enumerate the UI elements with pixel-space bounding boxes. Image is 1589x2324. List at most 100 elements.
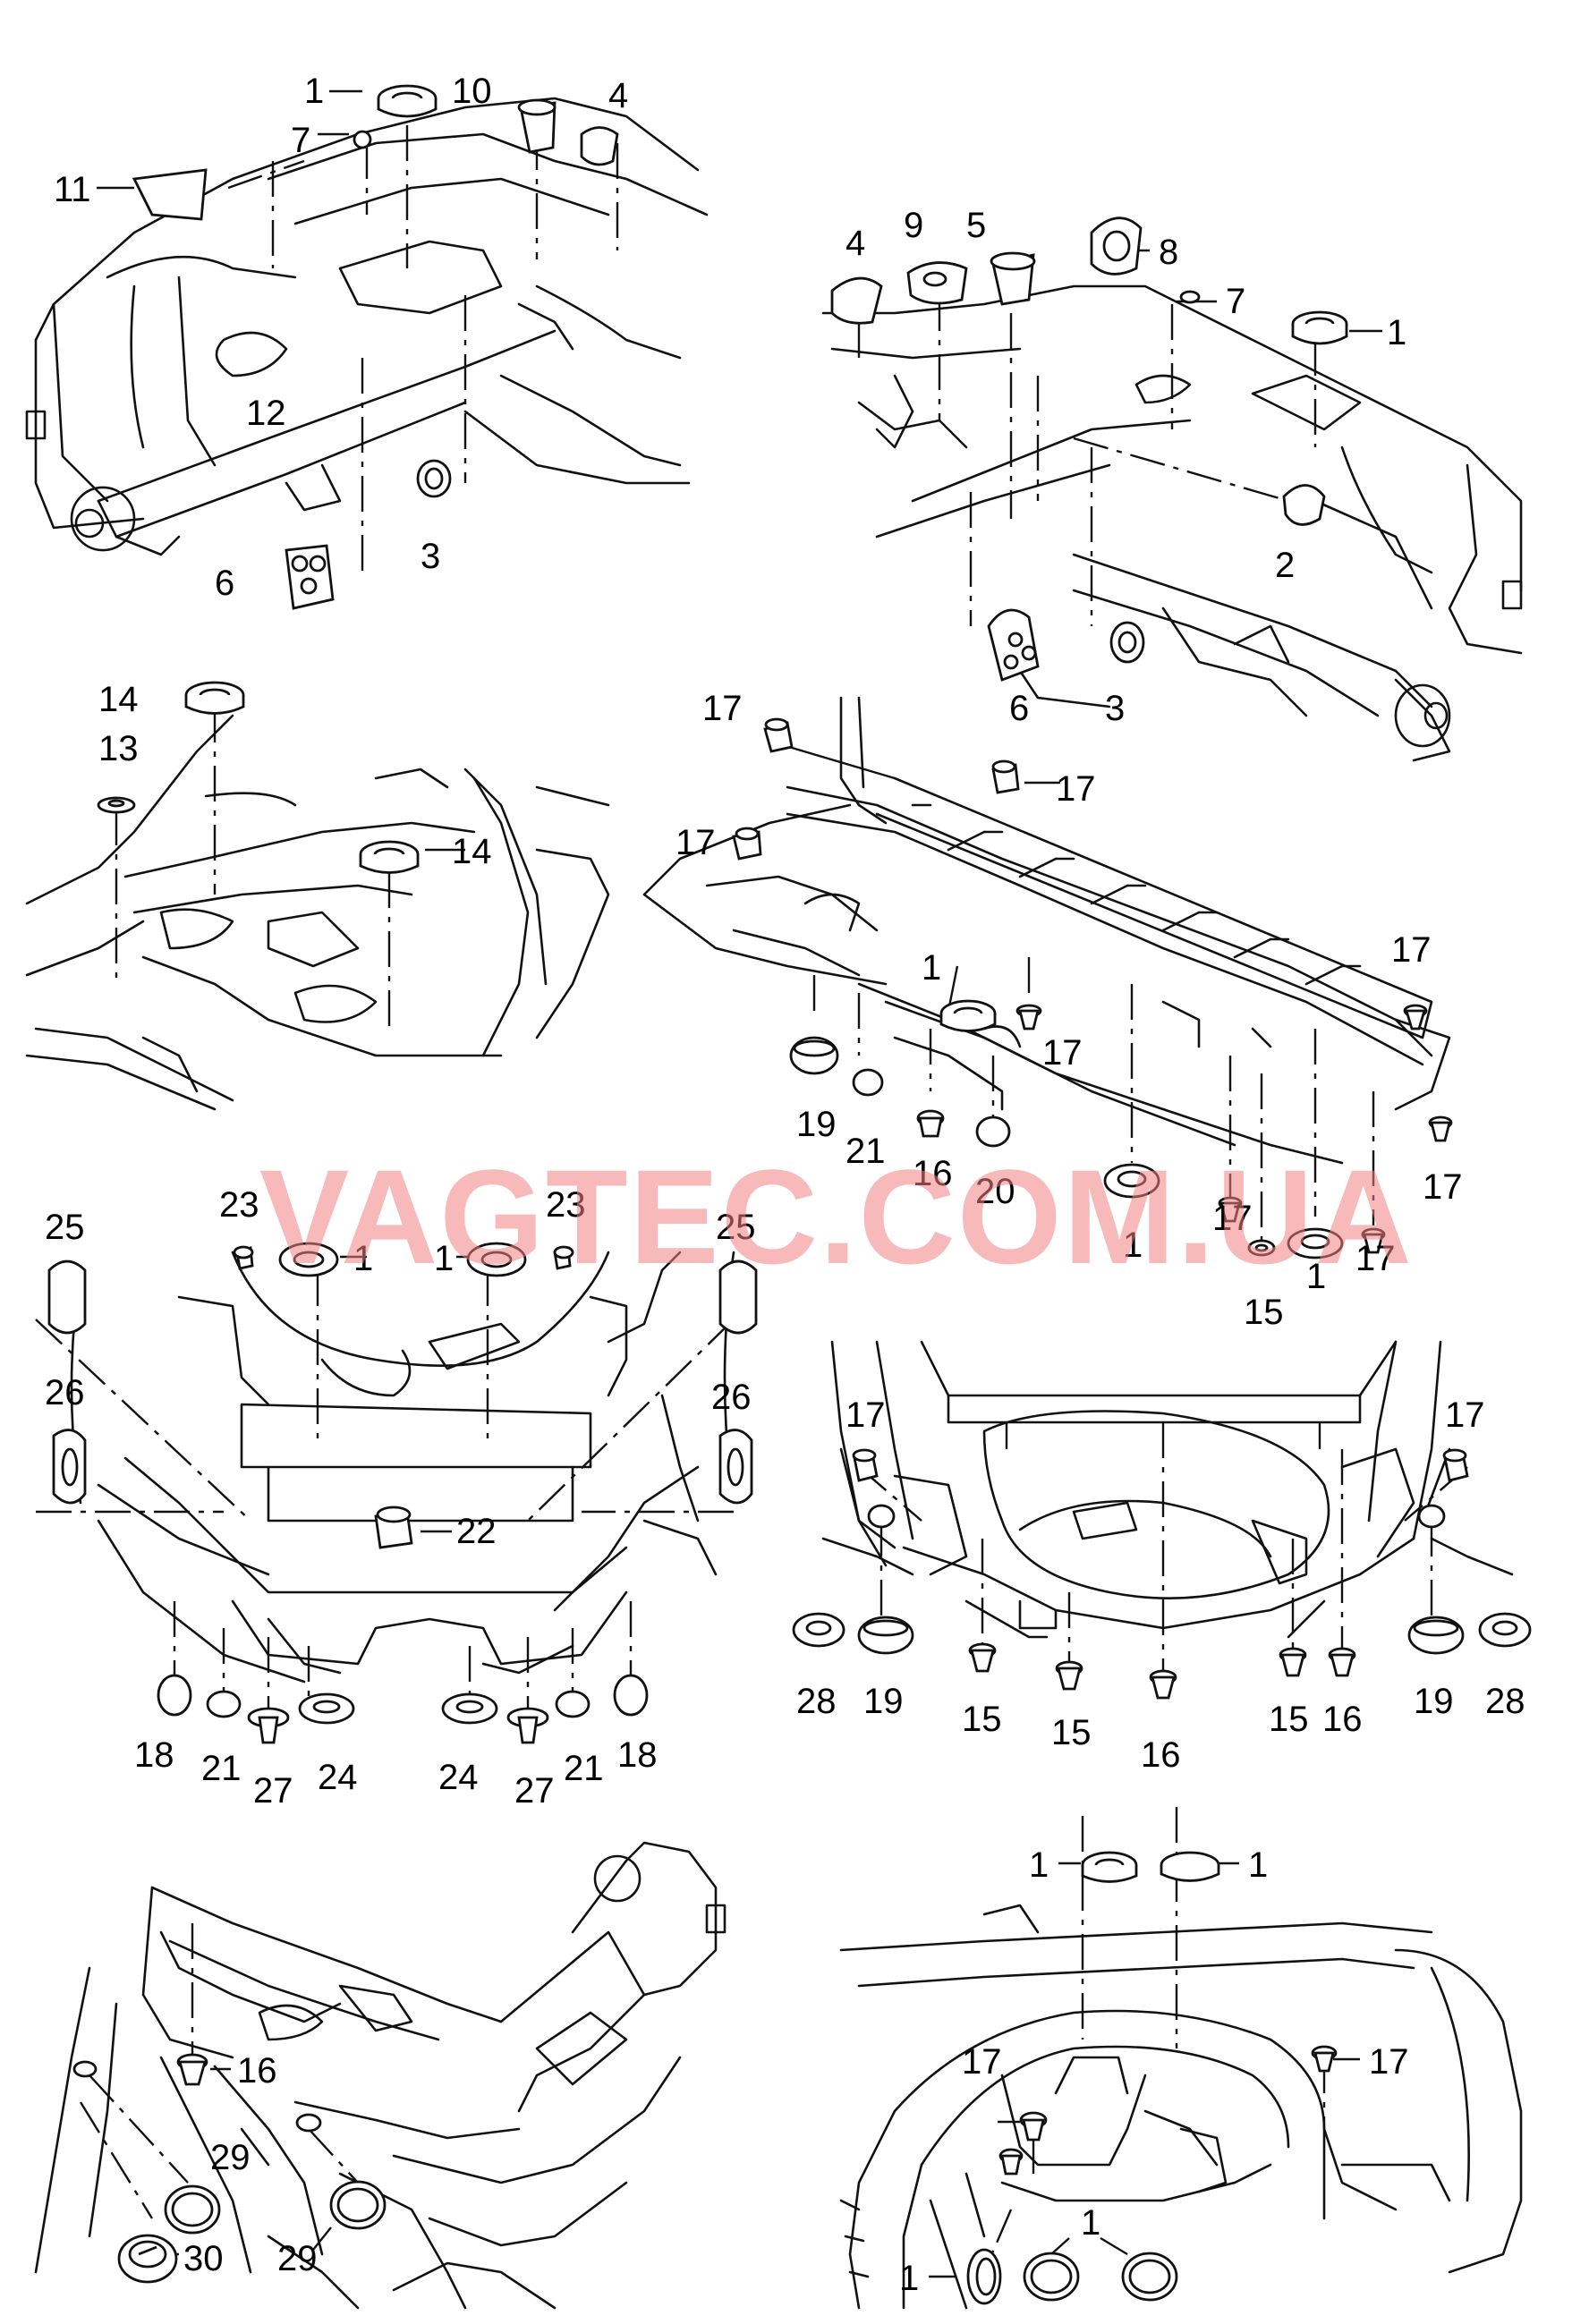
callout-17: 17 bbox=[845, 1395, 886, 1435]
callout-1: 1 bbox=[1029, 1845, 1049, 1885]
panel-2-leaders bbox=[857, 249, 1382, 626]
callout-22: 22 bbox=[456, 1512, 497, 1551]
callout-12: 12 bbox=[246, 394, 286, 433]
callout-17: 17 bbox=[1423, 1167, 1463, 1207]
callout-17: 17 bbox=[1355, 1239, 1396, 1278]
callout-21: 21 bbox=[201, 1749, 242, 1788]
callout-21: 21 bbox=[564, 1749, 604, 1788]
callout-1: 1 bbox=[1081, 2203, 1100, 2243]
callout-7: 7 bbox=[291, 121, 310, 160]
callout-15: 15 bbox=[962, 1700, 1002, 1739]
callout-29: 29 bbox=[210, 2138, 251, 2177]
panel-2-callouts: 4 9 5 8 7 1 2 6 3 bbox=[845, 206, 1406, 728]
panel-7-parts bbox=[72, 2053, 387, 2284]
callout-4: 4 bbox=[845, 224, 865, 263]
callout-17: 17 bbox=[1445, 1395, 1485, 1435]
callout-1: 1 bbox=[1387, 313, 1406, 352]
panel-rear-crossmember bbox=[642, 696, 1451, 1165]
callout-16: 16 bbox=[1141, 1735, 1181, 1775]
panel-front-floor-left bbox=[25, 97, 709, 556]
callout-11: 11 bbox=[54, 170, 91, 209]
callout-16: 16 bbox=[237, 2051, 277, 2091]
callout-6: 6 bbox=[1009, 689, 1029, 728]
panel-8-callouts: 1 1 17 17 1 1 bbox=[899, 1845, 1409, 2298]
panel-5-callouts: 25 23 1 1 23 25 26 26 22 18 21 27 24 24 … bbox=[45, 1185, 756, 1811]
callout-2: 2 bbox=[1275, 546, 1295, 585]
callout-17: 17 bbox=[1042, 1033, 1083, 1073]
panel-6-callouts: 17 17 28 19 15 15 16 15 16 19 28 bbox=[796, 1395, 1525, 1775]
panel-5-parts bbox=[47, 1242, 758, 1744]
callout-4: 4 bbox=[608, 76, 628, 115]
panel-1-callouts: 1 10 4 7 11 12 3 6 bbox=[54, 72, 628, 603]
callout-3: 3 bbox=[1105, 689, 1125, 728]
callout-17: 17 bbox=[1391, 930, 1432, 970]
panel-8-parts bbox=[966, 1851, 1338, 2305]
callout-1: 1 bbox=[922, 948, 941, 988]
callout-16: 16 bbox=[913, 1154, 953, 1193]
callout-18: 18 bbox=[134, 1735, 174, 1775]
callout-23: 23 bbox=[219, 1185, 259, 1225]
callout-15: 15 bbox=[1244, 1293, 1284, 1332]
watermark: VAGTEC.COM.UA bbox=[259, 1141, 1414, 1292]
callout-17: 17 bbox=[962, 2042, 1002, 2082]
panel-6-parts bbox=[792, 1448, 1532, 1700]
panel-2-parts bbox=[830, 216, 1348, 682]
callout-1: 1 bbox=[353, 1239, 373, 1278]
panel-1-leaders bbox=[97, 89, 619, 573]
panel-rear-rail-left bbox=[34, 1841, 727, 2310]
callout-25: 25 bbox=[45, 1208, 85, 1247]
callout-17: 17 bbox=[1369, 2042, 1409, 2082]
panel-rear-wheel-arch bbox=[839, 1904, 1523, 2310]
panel-spare-wheel-well bbox=[821, 1340, 1514, 1639]
panel-8-leaders bbox=[929, 1807, 1360, 2278]
callout-9: 9 bbox=[904, 206, 923, 245]
panel-front-floor-right bbox=[821, 284, 1523, 762]
panel-4-parts bbox=[732, 717, 1453, 1260]
callout-1: 1 bbox=[434, 1239, 454, 1278]
callout-23: 23 bbox=[546, 1185, 586, 1225]
callout-27: 27 bbox=[514, 1771, 555, 1811]
panel-3-parts bbox=[97, 681, 420, 874]
callout-21: 21 bbox=[845, 1132, 886, 1171]
callout-26: 26 bbox=[711, 1378, 752, 1417]
panel-7-callouts: 16 29 30 29 bbox=[183, 2051, 318, 2278]
panel-rear-floor-left bbox=[25, 714, 610, 1111]
callout-17: 17 bbox=[702, 689, 743, 728]
callout-26: 26 bbox=[45, 1373, 85, 1412]
panel-1-parts bbox=[132, 84, 619, 610]
callout-7: 7 bbox=[1226, 282, 1245, 321]
callout-17: 17 bbox=[1056, 769, 1096, 809]
callout-8: 8 bbox=[1159, 233, 1178, 272]
callout-19: 19 bbox=[863, 1682, 904, 1721]
callout-28: 28 bbox=[1485, 1682, 1525, 1721]
callout-20: 20 bbox=[975, 1172, 1015, 1211]
callout-1: 1 bbox=[1306, 1257, 1326, 1296]
callout-10: 10 bbox=[452, 72, 492, 111]
callout-19: 19 bbox=[796, 1105, 837, 1144]
callout-19: 19 bbox=[1414, 1682, 1454, 1721]
panel-3-callouts: 14 13 14 bbox=[98, 680, 492, 871]
callout-15: 15 bbox=[1269, 1700, 1309, 1739]
panel-5-leaders bbox=[35, 1255, 735, 1718]
callout-1: 1 bbox=[1123, 1226, 1143, 1265]
callout-3: 3 bbox=[421, 537, 440, 576]
callout-5: 5 bbox=[966, 206, 986, 245]
callout-1: 1 bbox=[304, 72, 324, 111]
callout-1: 1 bbox=[1248, 1845, 1268, 1885]
callout-17: 17 bbox=[1212, 1199, 1253, 1238]
callout-29: 29 bbox=[277, 2239, 318, 2278]
callout-30: 30 bbox=[183, 2239, 224, 2278]
callout-27: 27 bbox=[253, 1771, 293, 1811]
callout-6: 6 bbox=[215, 564, 234, 603]
callout-16: 16 bbox=[1322, 1700, 1363, 1739]
callout-13: 13 bbox=[98, 729, 139, 768]
callout-28: 28 bbox=[796, 1682, 837, 1721]
panel-7-leaders bbox=[79, 1923, 359, 2256]
panel-underbody-center bbox=[70, 1251, 735, 1684]
callout-24: 24 bbox=[318, 1758, 358, 1797]
panel-4-callouts: 17 17 17 1 17 17 19 21 16 20 1 17 1 15 1… bbox=[676, 689, 1463, 1332]
panel-4-leaders bbox=[773, 741, 1375, 1243]
callout-17: 17 bbox=[676, 823, 716, 862]
callout-24: 24 bbox=[438, 1758, 479, 1797]
